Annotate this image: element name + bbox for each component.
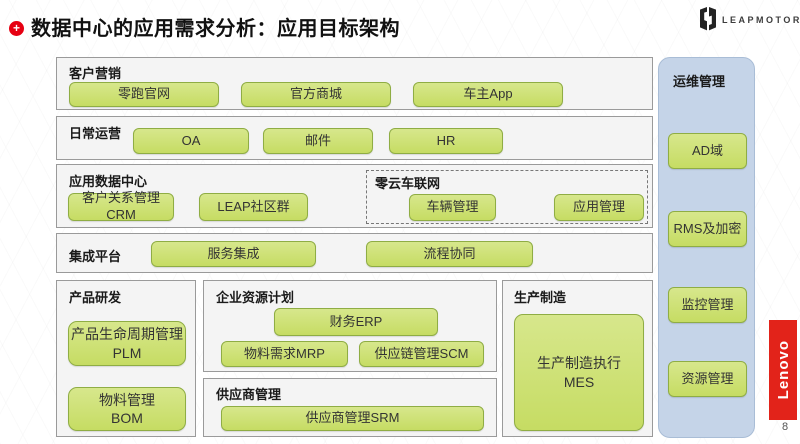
section-label: 企业资源计划 bbox=[216, 290, 295, 305]
leapmotor-emblem-icon bbox=[700, 7, 716, 31]
section-product-rd: 产品研发 产品生命周期管理 PLM 物料管理 BOM bbox=[56, 280, 196, 437]
leapmotor-wordmark: LEAPMOTOR bbox=[722, 15, 800, 25]
section-label: 集成平台 bbox=[69, 249, 122, 264]
section-erp: 企业资源计划 财务ERP 物料需求MRP 供应链管理SCM bbox=[203, 280, 497, 372]
module-plm: 产品生命周期管理 PLM bbox=[68, 321, 186, 366]
section-label: 零云车联网 bbox=[375, 176, 441, 191]
lenovo-logo: Lenovo bbox=[769, 320, 797, 420]
plus-circle-icon: + bbox=[9, 21, 24, 36]
module-rms-encryption: RMS及加密 bbox=[668, 211, 747, 247]
section-manufacturing: 生产制造 生产制造执行 MES bbox=[502, 280, 653, 437]
module-monitoring: 监控管理 bbox=[668, 287, 747, 323]
section-label: 产品研发 bbox=[69, 290, 122, 305]
section-daily-operations: 日常运营 OA 邮件 HR bbox=[56, 116, 653, 160]
module-line2: MES bbox=[563, 373, 595, 390]
module-crm: 客户关系管理CRM bbox=[68, 190, 174, 222]
module-hr: HR bbox=[389, 128, 503, 154]
section-label: 客户营销 bbox=[69, 66, 122, 81]
section-integration-platform: 集成平台 服务集成 流程协同 bbox=[56, 233, 653, 273]
module-ad-domain: AD域 bbox=[668, 133, 747, 169]
module-official-website: 零跑官网 bbox=[69, 82, 219, 107]
module-mes: 生产制造执行 MES bbox=[514, 314, 644, 431]
page-title: 数据中心的应用需求分析：应用目标架构 bbox=[31, 18, 400, 40]
page-number: 8 bbox=[782, 421, 789, 433]
module-line1: 产品生命周期管理 bbox=[71, 326, 183, 343]
subsection-zero-cloud-iov: 零云车联网 车辆管理 应用管理 bbox=[366, 170, 648, 224]
section-customer-marketing: 客户营销 零跑官网 官方商城 车主App bbox=[56, 57, 653, 110]
module-owner-app: 车主App bbox=[413, 82, 563, 107]
section-label: 日常运营 bbox=[69, 126, 122, 141]
module-vehicle-management: 车辆管理 bbox=[409, 194, 496, 221]
module-resource-management: 资源管理 bbox=[668, 361, 747, 397]
section-label: 供应商管理 bbox=[216, 387, 282, 402]
module-official-mall: 官方商城 bbox=[241, 82, 391, 107]
section-ops-management: 运维管理 AD域 RMS及加密 监控管理 资源管理 bbox=[658, 57, 755, 438]
module-leap-community: LEAP社区群 bbox=[199, 193, 308, 221]
module-line1: 物料管理 bbox=[99, 391, 155, 408]
module-mrp: 物料需求MRP bbox=[221, 341, 348, 367]
module-scm: 供应链管理SCM bbox=[359, 341, 484, 367]
module-finance-erp: 财务ERP bbox=[274, 308, 438, 336]
module-line2: BOM bbox=[111, 410, 143, 426]
module-mail: 邮件 bbox=[263, 128, 373, 154]
module-srm: 供应商管理SRM bbox=[221, 406, 484, 431]
module-service-integration: 服务集成 bbox=[151, 241, 316, 267]
module-process-collaboration: 流程协同 bbox=[366, 241, 533, 267]
module-bom: 物料管理 BOM bbox=[68, 387, 186, 431]
module-line2: PLM bbox=[112, 344, 142, 361]
lenovo-wordmark: Lenovo bbox=[774, 340, 792, 400]
module-application-management: 应用管理 bbox=[554, 194, 644, 221]
module-line1: 生产制造执行 bbox=[537, 355, 621, 372]
module-oa: OA bbox=[133, 128, 249, 154]
section-app-data-center: 应用数据中心 客户关系管理CRM LEAP社区群 零云车联网 车辆管理 应用管理 bbox=[56, 164, 653, 228]
section-label: 生产制造 bbox=[514, 290, 567, 305]
leapmotor-logo: LEAPMOTOR bbox=[699, 7, 799, 31]
section-label: 应用数据中心 bbox=[69, 174, 148, 189]
section-label: 运维管理 bbox=[673, 74, 726, 89]
section-supplier-management: 供应商管理 供应商管理SRM bbox=[203, 378, 497, 437]
